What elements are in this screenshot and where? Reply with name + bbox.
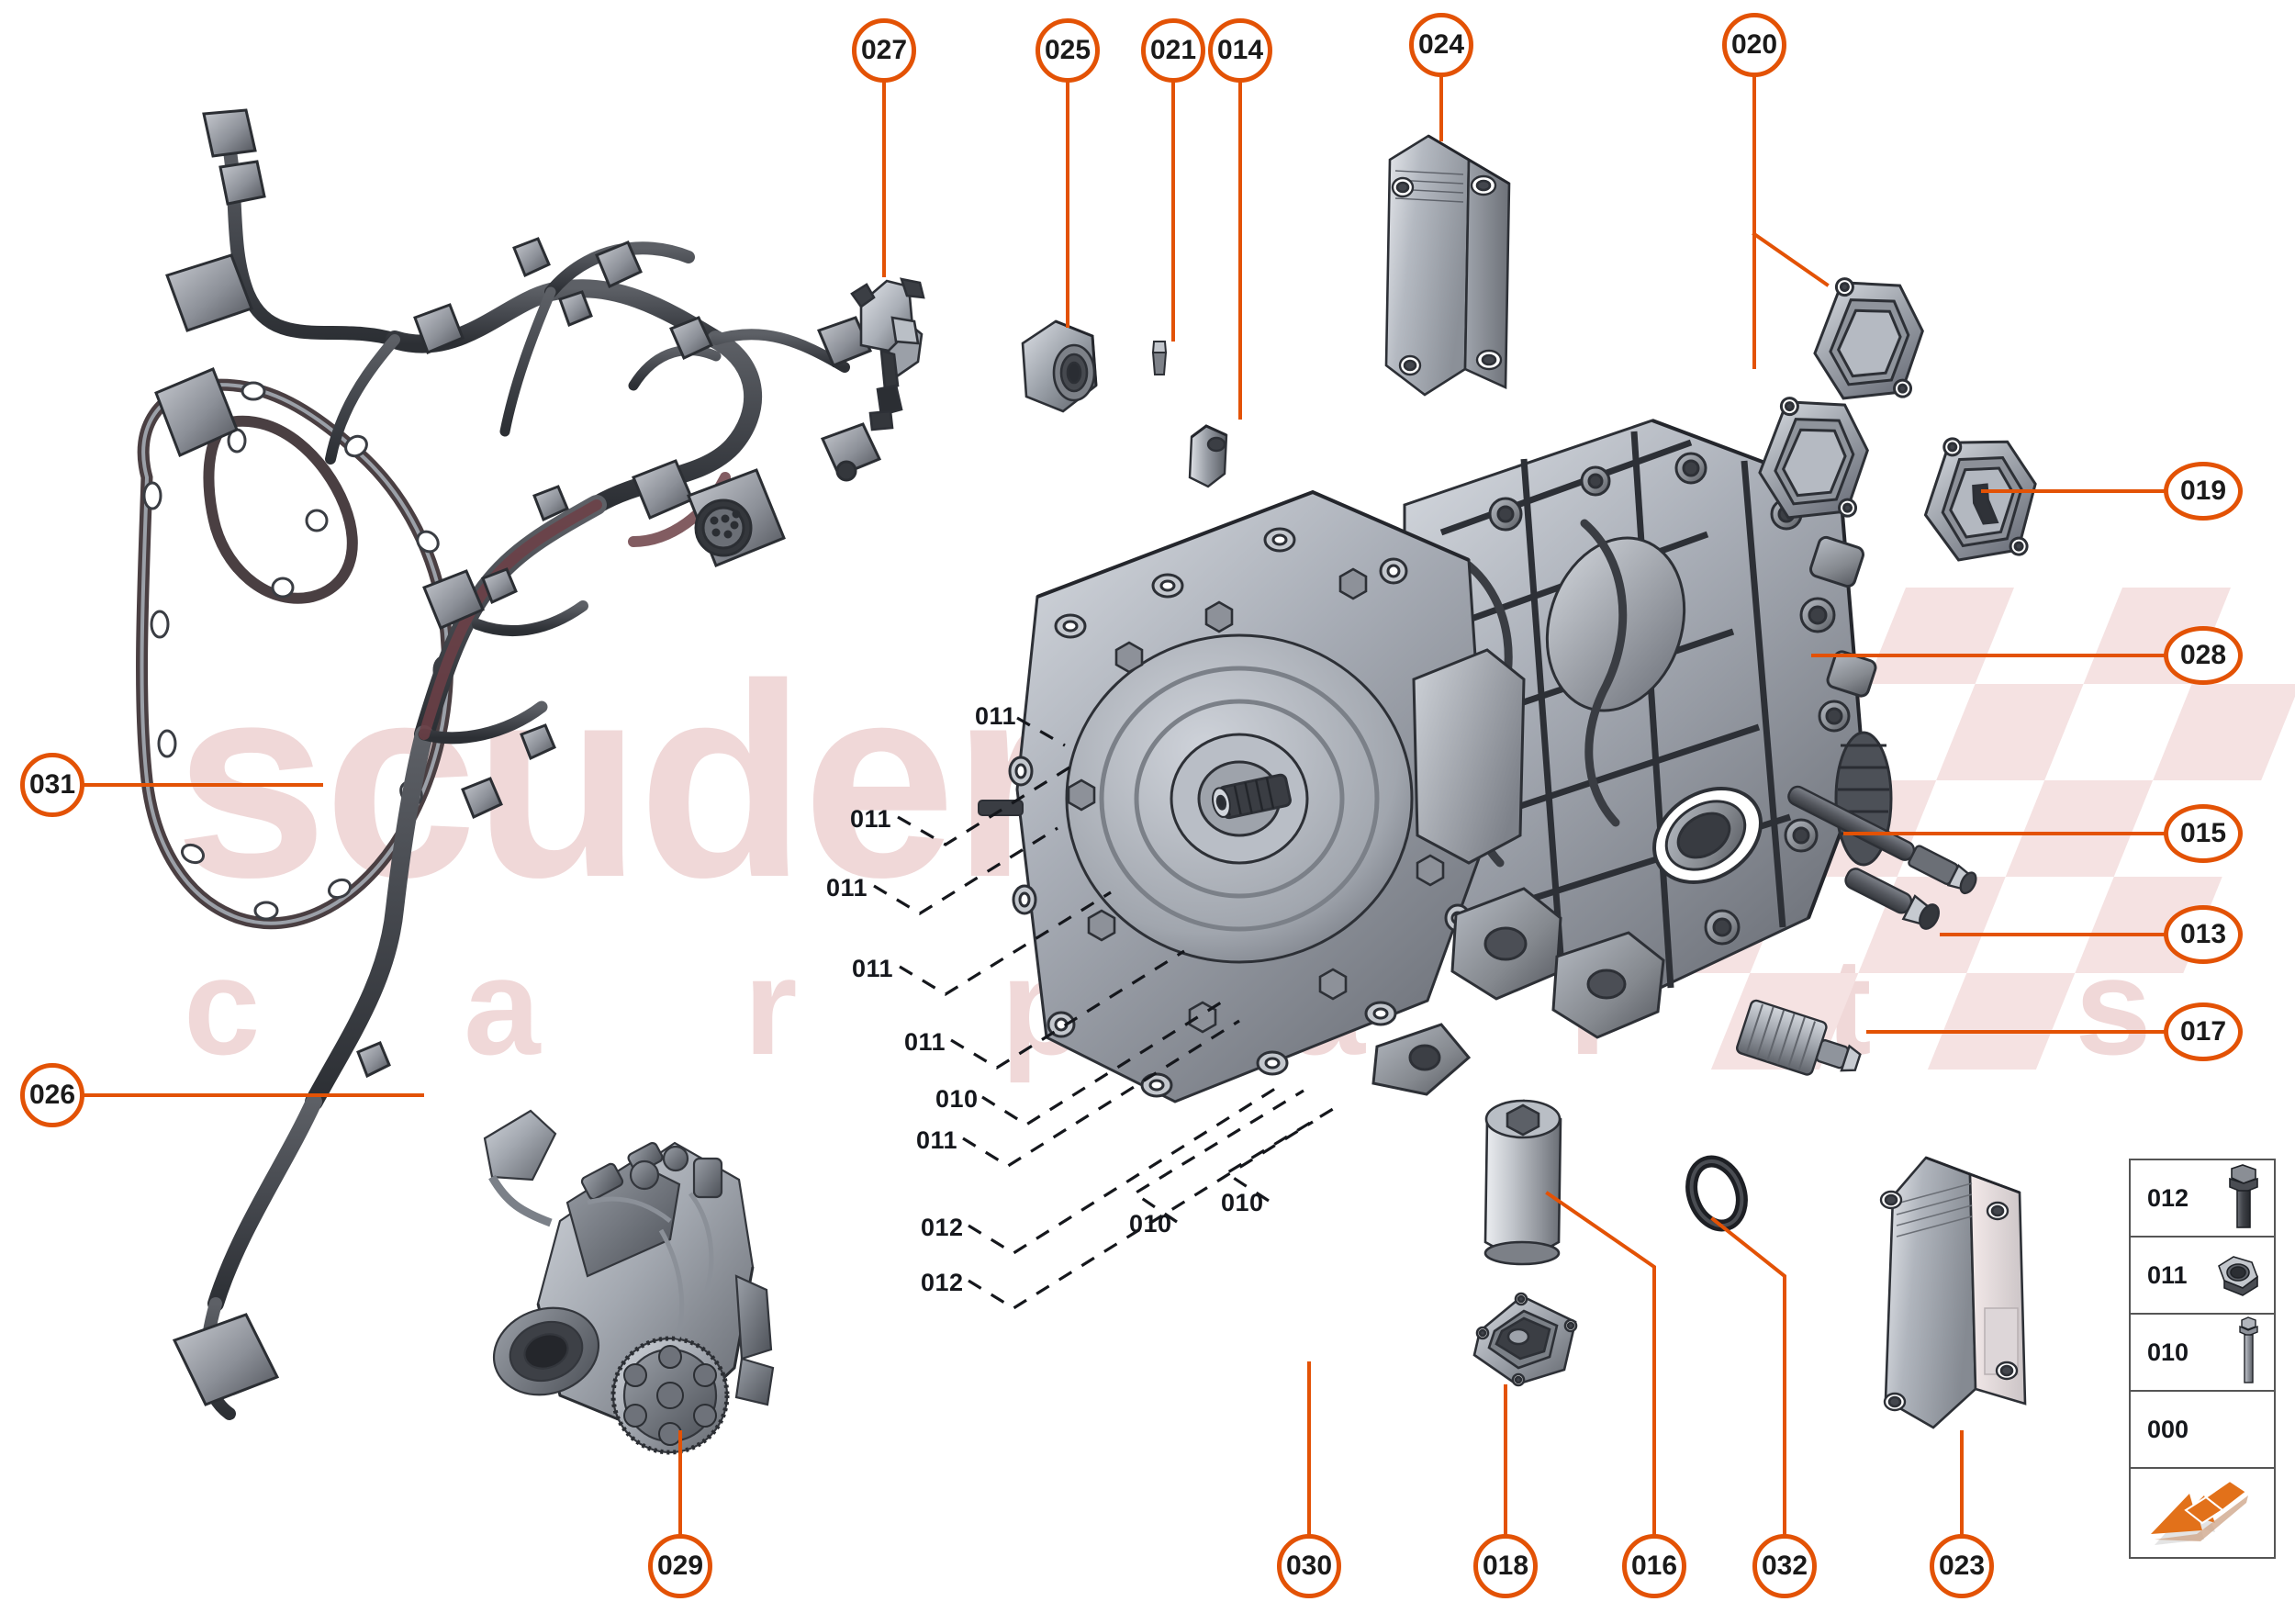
hex-flange-bolt-short-icon: [2222, 1164, 2265, 1231]
stud-bolts-artwork: [1787, 785, 1977, 930]
callout-label: 026: [28, 1080, 76, 1110]
callout-013[interactable]: 013: [2164, 905, 2243, 964]
transmission-housing-artwork: [978, 419, 1893, 1103]
callout-031[interactable]: 031: [20, 753, 84, 817]
callout-017[interactable]: 017: [2164, 1002, 2243, 1061]
callout-label: 024: [1417, 29, 1465, 60]
callout-label: 014: [1216, 35, 1264, 65]
callout-label: 013: [2179, 919, 2227, 949]
oil-cooler-artwork: [1879, 1156, 2027, 1429]
fastener-label-012-b: 012: [921, 1269, 964, 1296]
fastener-label-011-c: 011: [826, 874, 868, 902]
callout-026[interactable]: 026: [20, 1063, 84, 1127]
callout-014[interactable]: 014: [1208, 18, 1272, 83]
callout-025[interactable]: 025: [1036, 18, 1100, 83]
callout-023[interactable]: 023: [1930, 1534, 1994, 1598]
callout-label: 023: [1938, 1551, 1986, 1581]
callout-label: 027: [860, 35, 908, 65]
callout-024[interactable]: 024: [1409, 13, 1473, 77]
fastener-label-010-b: 010: [1129, 1210, 1172, 1238]
fastener-label-012-a: 012: [921, 1214, 964, 1241]
oil-filter-element-artwork: [1483, 1099, 1562, 1266]
legend-num-000: 000: [2147, 1415, 2189, 1443]
callout-label: 028: [2179, 640, 2227, 670]
callout-021[interactable]: 021: [1141, 18, 1205, 83]
callout-015[interactable]: 015: [2164, 804, 2243, 863]
hex-flange-nut-icon: [2211, 1253, 2265, 1297]
legend-row-011[interactable]: 011: [2131, 1238, 2274, 1315]
heat-exchanger-artwork: [1384, 134, 1511, 397]
callout-027[interactable]: 027: [852, 18, 916, 83]
filter-cover-cap-artwork: [1472, 1292, 1578, 1387]
small-plug-artwork: [1151, 341, 1168, 375]
legend-row-000[interactable]: 000: [2131, 1392, 2274, 1469]
sensor-bracket-artwork: [850, 277, 925, 431]
callout-020[interactable]: 020: [1722, 13, 1786, 77]
callout-label: 017: [2179, 1016, 2227, 1047]
legend-num-012: 012: [2147, 1183, 2189, 1212]
callout-label: 030: [1285, 1551, 1333, 1581]
callout-028[interactable]: 028: [2164, 626, 2243, 685]
bushing-mount-artwork: [1021, 319, 1098, 413]
callout-016[interactable]: 016: [1622, 1534, 1686, 1598]
cover-gaskets-artwork: [1758, 277, 2037, 562]
fastener-label-011-f: 011: [916, 1126, 958, 1154]
callout-label: 025: [1044, 35, 1092, 65]
callout-030[interactable]: 030: [1277, 1534, 1341, 1598]
callout-label: 029: [656, 1551, 704, 1581]
hex-bolt-long-icon: [2233, 1316, 2265, 1387]
fastener-label-010-c: 010: [1221, 1189, 1264, 1216]
wiring-harness-artwork: [136, 108, 882, 1420]
fastener-label-010-a: 010: [935, 1085, 979, 1113]
fastener-legend-box: 012 011: [2129, 1159, 2276, 1559]
fastener-label-011-e: 011: [904, 1028, 946, 1056]
legend-row-arrow[interactable]: [2131, 1469, 2274, 1557]
callout-label: 031: [28, 769, 76, 800]
callout-label: 016: [1630, 1551, 1678, 1581]
callout-018[interactable]: 018: [1473, 1534, 1538, 1598]
callout-label: 018: [1482, 1551, 1529, 1581]
callout-label: 020: [1730, 29, 1778, 60]
callout-label: 032: [1761, 1551, 1808, 1581]
sleeve-bush-artwork: [1188, 424, 1228, 488]
legend-row-010[interactable]: 010: [2131, 1315, 2274, 1392]
legend-row-012[interactable]: 012: [2131, 1160, 2274, 1238]
orange-arrow-icon: [2145, 1477, 2259, 1549]
callout-label: 015: [2179, 818, 2227, 848]
fastener-label-011-d: 011: [852, 955, 894, 982]
legend-num-011: 011: [2147, 1260, 2188, 1289]
callout-032[interactable]: 032: [1752, 1534, 1817, 1598]
engine-assembly-artwork: [483, 1109, 775, 1455]
o-ring-seal-artwork: [1685, 1155, 1748, 1232]
legend-num-010: 010: [2147, 1338, 2189, 1366]
fastener-label-011-b: 011: [850, 805, 892, 833]
callout-label: 019: [2179, 476, 2227, 506]
callout-label: 021: [1149, 35, 1197, 65]
callout-029[interactable]: 029: [648, 1534, 712, 1598]
knurled-filter-artwork: [1736, 999, 1862, 1076]
fastener-label-011-a: 011: [975, 702, 1017, 730]
callout-019[interactable]: 019: [2164, 462, 2243, 521]
